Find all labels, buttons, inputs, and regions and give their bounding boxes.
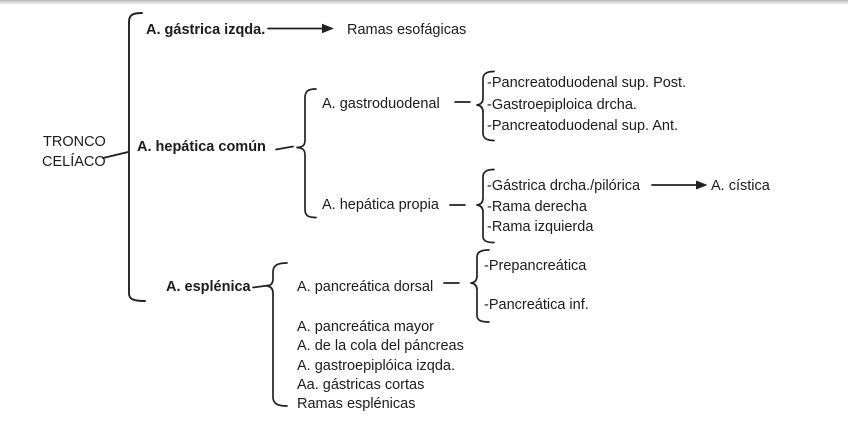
- leaf-rama-izquierda: -Rama izquierda: [487, 219, 594, 235]
- esplenica-brace-icon: [252, 262, 288, 407]
- leaf-pancreatica-mayor: A. pancreática mayor: [297, 319, 435, 335]
- root-bracket-icon: [102, 12, 146, 302]
- node-hepatica-propia-label: A. hepática propia: [322, 197, 439, 213]
- branch-esplenica-label: A. esplénica: [166, 279, 251, 295]
- leaf-ramas-esofagicas: Ramas esofágicas: [347, 22, 467, 38]
- gastroduodenal-brace-icon: [454, 70, 495, 142]
- node-gastroduodenal-label: A. gastroduodenal: [322, 96, 440, 112]
- page-top-shadow: [0, 0, 848, 5]
- root-label-line1: TRONCO: [43, 134, 106, 150]
- leaf-pancreatoduodenal-sup-post: -Pancreatoduodenal sup. Post.: [487, 75, 687, 91]
- leaf-rama-derecha: -Rama derecha: [487, 199, 587, 215]
- pancreatica-dorsal-brace-icon: [443, 249, 490, 323]
- branch-gastrica-izqda-label: A. gástrica izqda.: [146, 22, 266, 38]
- branch-hepatica-comun-label: A. hepática común: [137, 139, 266, 155]
- leaf-cola-del-pancreas: A. de la cola del páncreas: [297, 338, 464, 354]
- hepatica-comun-brace-icon: [275, 88, 317, 219]
- leaf-ramas-esplenicas: Ramas esplénicas: [297, 396, 416, 412]
- leaf-a-cistica: A. cística: [711, 178, 770, 194]
- arrow-right-icon: [651, 180, 708, 190]
- leaf-prepancreatica: -Prepancreática: [484, 258, 587, 274]
- arrow-right-icon: [267, 23, 334, 34]
- hepatica-propia-brace-icon: [449, 168, 495, 244]
- leaf-gastrica-drcha-pilorica: -Gástrica drcha./pilórica: [487, 178, 641, 194]
- leaf-pancreatica-inf: -Pancreática inf.: [484, 297, 589, 313]
- leaf-gastricas-cortas: Aa. gástricas cortas: [297, 377, 425, 393]
- node-pancreatica-dorsal-label: A. pancreática dorsal: [297, 279, 434, 295]
- leaf-gastroepiploica-izqda: A. gastroepiplóica izqda.: [297, 358, 455, 374]
- root-label-line2: CELÍACO: [42, 154, 106, 170]
- leaf-pancreatoduodenal-sup-ant: -Pancreatoduodenal sup. Ant.: [487, 118, 679, 134]
- leaf-gastroepiploica-drcha: -Gastroepiploica drcha.: [487, 97, 637, 113]
